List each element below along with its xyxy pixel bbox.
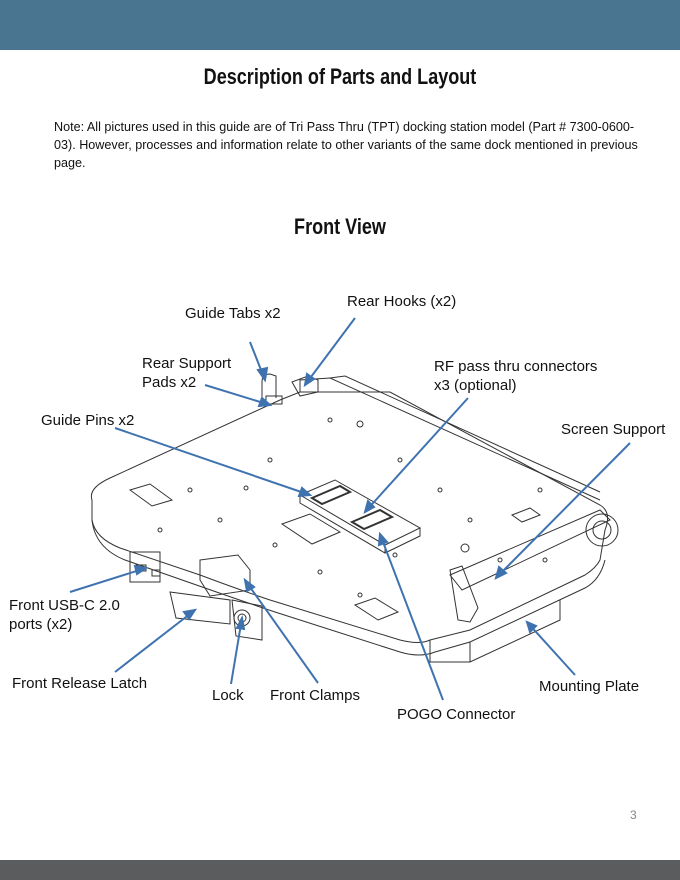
- label-rear-hooks: Rear Hooks (x2): [347, 293, 457, 310]
- label-front-release-latch: Front Release Latch: [12, 675, 148, 692]
- arrow-rear-support-pads: [204, 384, 271, 406]
- arrow-rear-hooks: [304, 317, 356, 386]
- arrow-guide-pins: [114, 427, 311, 496]
- arrow-mounting-plate: [526, 621, 576, 676]
- label-guide-pins: Guide Pins x2: [41, 412, 135, 429]
- docking-station-drawing: [90, 373, 619, 663]
- label-mounting-plate: Mounting Plate: [539, 678, 640, 695]
- rear-hook-drawing: [291, 375, 319, 397]
- label-rf-pass-thru-line2: x3 (optional): [434, 377, 517, 394]
- arrow-front-release-latch: [114, 609, 196, 673]
- label-front-usbc-line2: ports (x2): [9, 616, 73, 633]
- label-front-usbc-line1: Front USB-C 2.0: [9, 597, 120, 614]
- footer-bar: [0, 860, 680, 880]
- dock-base-plate: [90, 391, 609, 643]
- page-number: 3: [630, 808, 637, 822]
- label-pogo-connector: POGO Connector: [397, 706, 516, 723]
- holes: [157, 417, 548, 598]
- pogo-block-drawing: [298, 479, 422, 546]
- callout-arrows: [69, 317, 631, 701]
- label-rear-support-pads-line2: Pads x2: [142, 374, 197, 391]
- usb-port-block: [129, 551, 161, 583]
- label-rf-pass-thru-line1: RF pass thru connectors: [434, 358, 598, 375]
- front-clamp-drawing: [199, 554, 251, 597]
- arrow-front-clamps: [244, 579, 319, 684]
- label-front-clamps: Front Clamps: [270, 687, 361, 704]
- arrow-rf-pass-thru: [364, 397, 469, 513]
- screen-support-drawing: [449, 509, 611, 591]
- front-release-latch-drawing: [169, 591, 231, 625]
- arrow-front-usbc: [69, 567, 147, 593]
- arrow-screen-support: [495, 442, 631, 579]
- label-rear-support-pads-line1: Rear Support: [142, 355, 232, 372]
- section-title: Front View: [294, 214, 386, 239]
- page-title: Description of Parts and Layout: [203, 64, 477, 89]
- arrow-pogo-connector: [379, 533, 444, 701]
- label-lock: Lock: [212, 687, 244, 704]
- label-screen-support: Screen Support: [561, 421, 666, 438]
- label-guide-tabs: Guide Tabs x2: [185, 305, 281, 322]
- note-text: Note: All pictures used in this guide ar…: [54, 120, 638, 170]
- header-bar: [0, 0, 680, 50]
